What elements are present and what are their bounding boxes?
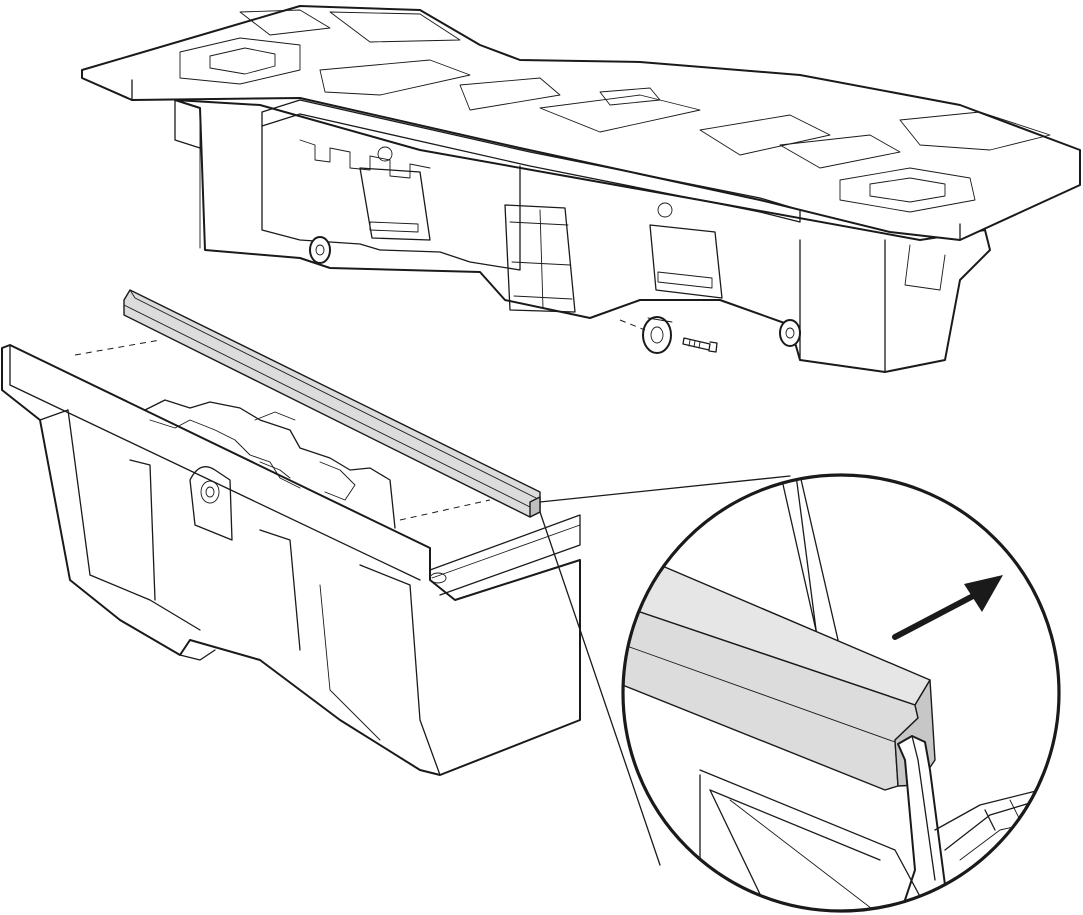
magnified-detail [600,475,1059,915]
storage-tub-body [2,340,580,775]
caster-wheel-left [310,237,330,263]
caster-wheel-loose [643,317,672,353]
storage-box-assembly [82,6,1080,372]
caster-wheel-right [780,320,800,346]
axle-bolt [683,338,717,352]
